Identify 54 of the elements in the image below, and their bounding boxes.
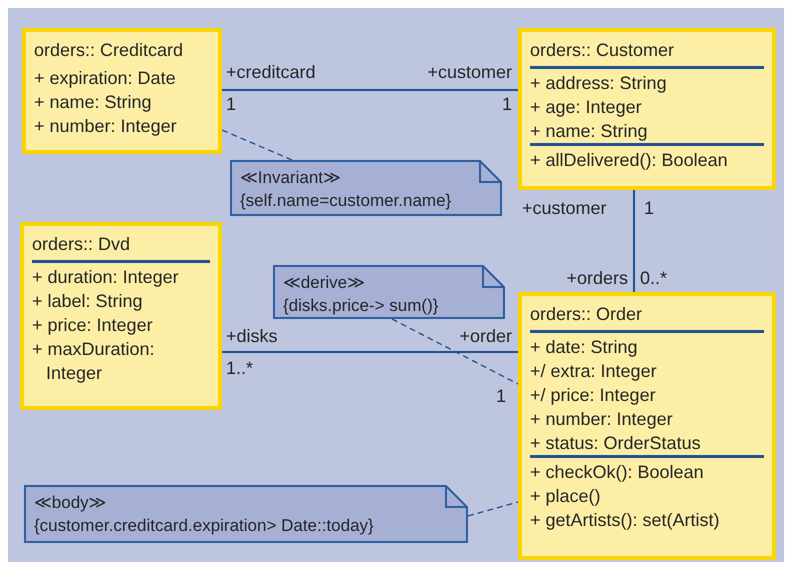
class-box: [518, 28, 776, 190]
role-name: +customer: [522, 198, 607, 218]
note-link: [468, 501, 518, 517]
constraint-text: {customer.creditcard.expiration> Date::today}: [34, 515, 375, 537]
attribute-text: + number: Integer: [34, 115, 178, 138]
multiplicity-label: 1: [496, 386, 506, 406]
multiplicity-label: 1: [502, 94, 512, 114]
class-name: orders:: Order: [530, 303, 644, 326]
multiplicity-label: 1..*: [226, 358, 254, 378]
note-link: [392, 318, 518, 385]
multiplicity-label: 1: [644, 198, 654, 218]
operation-text: + checkOk(): Boolean: [530, 455, 764, 484]
attribute-text: + maxDuration: Integer: [32, 338, 156, 385]
note-box: [24, 485, 468, 543]
role-name: +customer: [427, 62, 512, 82]
role-name: +disks: [226, 326, 278, 346]
attribute-text: + age: Integer: [530, 96, 643, 119]
note-link: [222, 129, 292, 161]
class-box: [518, 292, 776, 560]
stereotype-text: ≪Invariant≫: [240, 167, 342, 189]
attribute-text: + date: String: [530, 330, 764, 359]
stereotype-text: ≪derive≫: [283, 272, 366, 294]
attribute-text: +/ extra: Integer: [530, 360, 658, 383]
class-name: orders:: Dvd: [32, 233, 132, 256]
class-name: orders:: Creditcard: [34, 39, 184, 62]
constraint-text: {self.name=customer.name}: [240, 190, 452, 212]
role-name: +creditcard: [226, 62, 316, 82]
note-box: [273, 265, 505, 319]
role-name: +order: [459, 326, 512, 346]
attribute-text: + price: Integer: [32, 314, 154, 337]
association-line: [222, 89, 518, 91]
stereotype-text: ≪body≫: [34, 492, 108, 514]
attribute-text: + expiration: Date: [34, 67, 177, 90]
note-box: [230, 160, 502, 216]
operation-text: + allDelivered(): Boolean: [530, 143, 764, 172]
attribute-text: + name: String: [530, 120, 649, 143]
class-name: orders:: Customer: [530, 39, 676, 62]
multiplicity-label: 0..*: [640, 268, 668, 288]
class-box: [22, 28, 222, 154]
attribute-text: + number: Integer: [530, 408, 674, 431]
operation-text: + getArtists(): set(Artist): [530, 509, 721, 532]
attribute-text: + address: String: [530, 66, 764, 95]
attribute-text: + label: String: [32, 290, 144, 313]
association-line: [633, 190, 635, 292]
association-line: [222, 351, 518, 353]
attribute-text: + status: OrderStatus: [530, 432, 702, 455]
constraint-text: {disks.price-> sum()}: [283, 295, 440, 317]
operation-text: + place(): [530, 485, 602, 508]
attribute-text: + name: String: [34, 91, 153, 114]
role-name: +orders: [566, 268, 628, 288]
multiplicity-label: 1: [226, 94, 236, 114]
attribute-text: +/ price: Integer: [530, 384, 657, 407]
attribute-text: + duration: Integer: [32, 260, 210, 289]
class-box: [20, 222, 222, 410]
